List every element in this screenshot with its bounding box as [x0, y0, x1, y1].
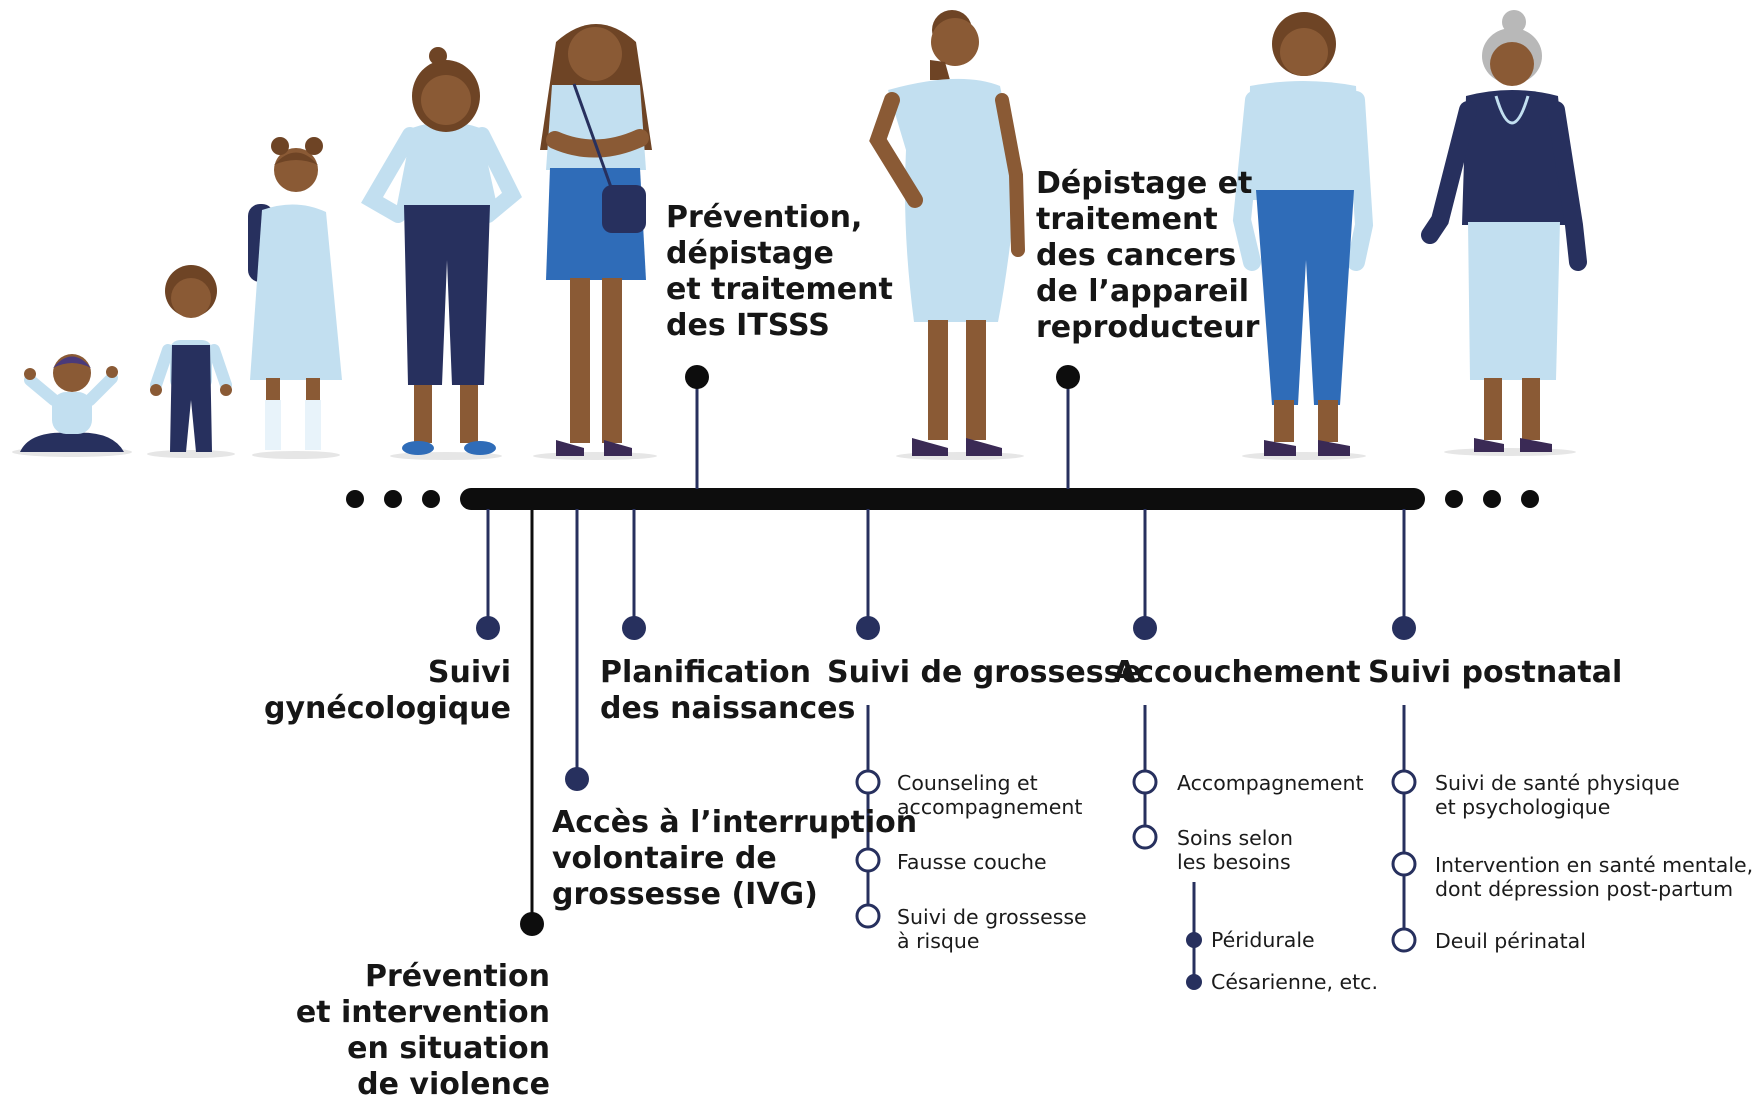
grossesse-item-3: Suivi de grossesse à risque [897, 905, 1087, 953]
teen-icon [361, 47, 522, 460]
marker-itsss [685, 365, 709, 489]
marker-violence [520, 509, 544, 936]
postnatal-subline [1391, 705, 1417, 953]
label-postnatal: Suivi postnatal [1368, 655, 1623, 690]
label-gyneco: Suivi gynécologique [264, 655, 511, 726]
label-ivg: Accès à l’interruption volontaire de gro… [552, 805, 918, 912]
marker-gyneco [476, 509, 500, 640]
ellipsis-left [346, 490, 440, 508]
grossesse-item-2: Fausse couche [897, 850, 1047, 874]
grossesse-subline [855, 705, 881, 929]
young-woman-icon [533, 24, 657, 460]
postnatal-item-3: Deuil périnatal [1435, 929, 1586, 953]
postnatal-item-1: Suivi de santé physique et psychologique [1435, 771, 1680, 819]
label-cancers: Dépistage et traitement des cancers de l… [1036, 166, 1260, 345]
baby-icon [12, 354, 132, 457]
marker-planification [622, 509, 646, 640]
accouchement-item-2: Soins selon les besoins [1177, 826, 1293, 874]
marker-grossesse [856, 509, 880, 640]
marker-accouchement [1133, 509, 1157, 640]
postnatal-item-2: Intervention en santé mentale, dont dépr… [1435, 853, 1754, 901]
ellipsis-right [1445, 490, 1539, 508]
marker-postnatal [1392, 509, 1416, 640]
label-violence: Prévention et intervention en situation … [295, 959, 550, 1102]
child-icon [248, 137, 342, 459]
label-accouchement: Accouchement [1113, 655, 1361, 690]
accouchement-subitem-2: Césarienne, etc. [1211, 970, 1378, 994]
elderly-woman-icon [1421, 10, 1587, 456]
label-itsss: Prévention, dépistage et traitement des … [666, 200, 893, 343]
toddler-icon [147, 265, 235, 458]
marker-ivg [565, 509, 589, 791]
accouchement-subline [1132, 705, 1202, 990]
middle-aged-woman-icon [1232, 12, 1374, 460]
grossesse-item-1: Counseling et accompagnement [897, 771, 1083, 819]
accouchement-item-1: Accompagnement [1177, 771, 1364, 795]
accouchement-subitem-1: Péridurale [1211, 928, 1315, 952]
pregnant-woman-icon [869, 10, 1025, 460]
label-grossesse: Suivi de grossesse [827, 655, 1142, 690]
label-planification: Planification des naissances [600, 655, 856, 726]
marker-cancers [1056, 365, 1080, 489]
